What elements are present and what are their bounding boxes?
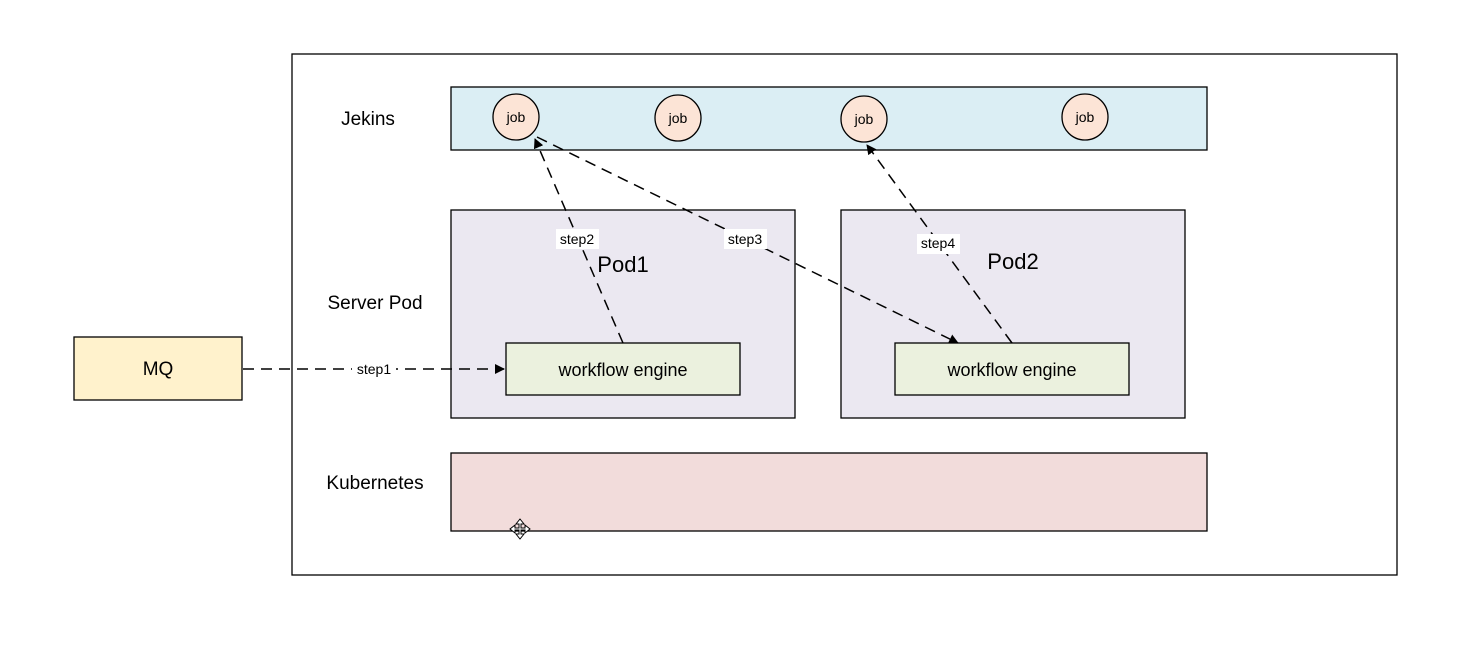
job-node: job — [1061, 93, 1109, 141]
job-label: job — [1075, 109, 1095, 125]
job-label: job — [854, 111, 874, 127]
pod1-label: Pod1 — [597, 252, 648, 277]
mq-label: MQ — [143, 359, 174, 380]
step4-label: step4 — [921, 235, 955, 251]
job-label: job — [506, 109, 526, 125]
step2-label: step2 — [560, 231, 594, 247]
pod2-workflow-engine — [894, 342, 1130, 396]
pod1-workflow-engine-label: workflow engine — [557, 360, 687, 380]
step4-arrow — [866, 144, 1013, 344]
pod2-workflow-engine-label: workflow engine — [946, 360, 1076, 380]
kubernetes-layer-label: Kubernetes — [326, 473, 423, 494]
server-pod-layer-label: Server Pod — [327, 293, 422, 314]
step3-label: step3 — [728, 231, 762, 247]
step1-label: step1 — [357, 361, 391, 377]
job-node: job — [654, 94, 702, 142]
job-node: job — [492, 93, 540, 141]
job-label: job — [668, 110, 688, 126]
move-cursor-icon — [509, 518, 531, 540]
pod2-label: Pod2 — [987, 249, 1038, 274]
job-node: job — [840, 95, 888, 143]
kubernetes-bar — [450, 452, 1208, 532]
jenkins-layer-label: Jekins — [341, 109, 395, 130]
mq-box — [73, 336, 243, 401]
